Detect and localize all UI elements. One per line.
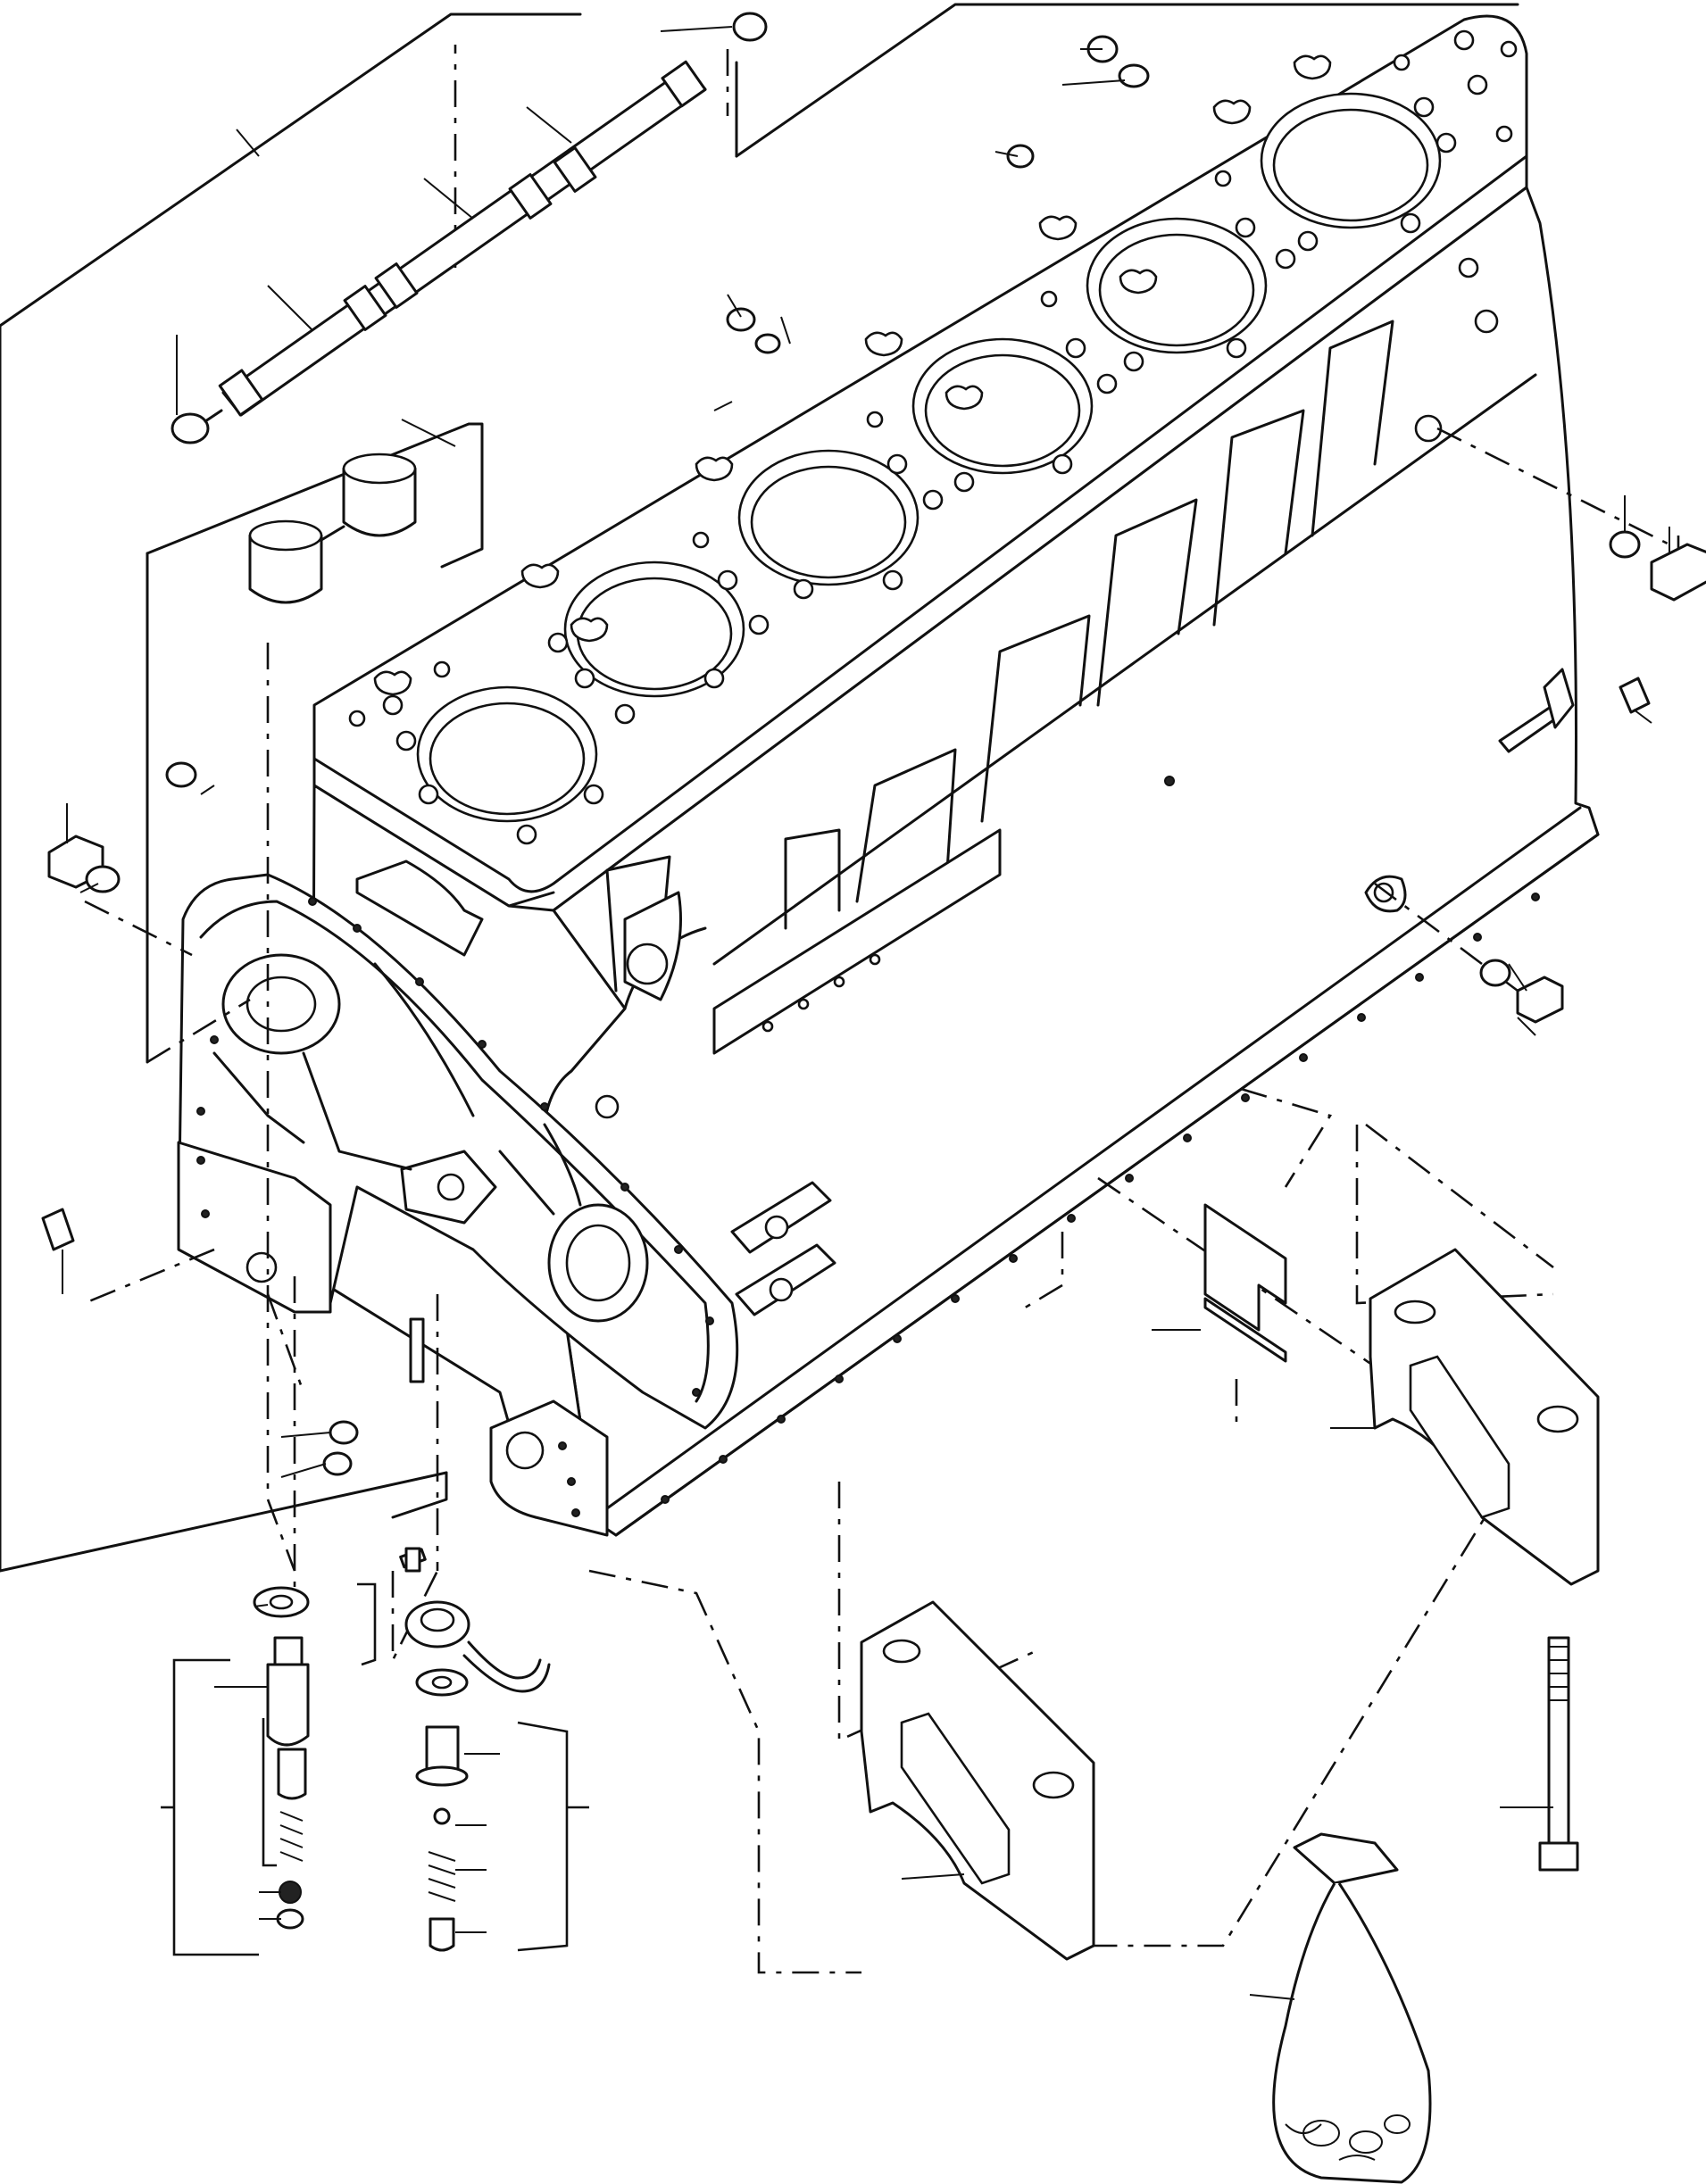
relief-valve-left bbox=[253, 1586, 310, 1930]
cylinder-liners bbox=[248, 453, 417, 604]
thrust-shim bbox=[1203, 1203, 1287, 1363]
water-pipe-assembly bbox=[171, 12, 768, 444]
pan-rail-holes bbox=[661, 893, 1540, 1504]
small-parts bbox=[41, 35, 1706, 1569]
reference-lines bbox=[0, 3, 1680, 1974]
deck-holes bbox=[348, 29, 1518, 845]
group-brackets bbox=[161, 1582, 589, 1956]
relief-valve-right bbox=[404, 1547, 551, 1952]
main-bearing-cap-rear bbox=[1369, 1248, 1600, 1586]
plate-bolt-holes bbox=[196, 897, 714, 1517]
main-bearing-cap-front bbox=[860, 1600, 1095, 1961]
callout-leaders bbox=[62, 26, 1670, 2000]
main-bearing-bolt bbox=[1538, 1636, 1579, 1872]
gasket-kit-bag bbox=[1272, 1832, 1432, 2184]
front-end-plate bbox=[177, 873, 836, 1537]
